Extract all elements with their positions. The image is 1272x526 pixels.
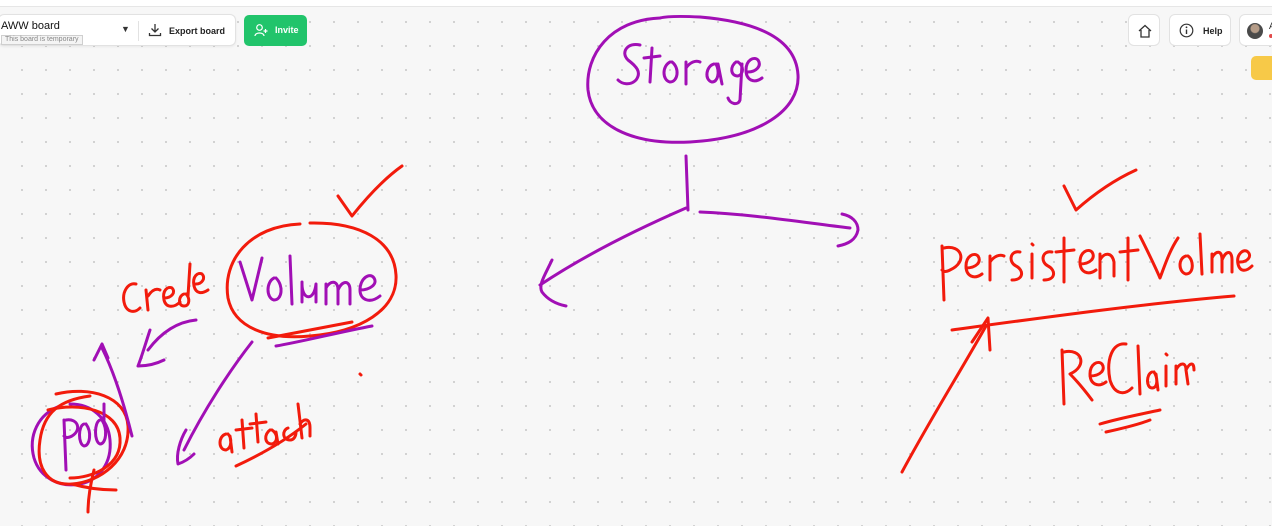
invite-label: Invite bbox=[275, 25, 299, 35]
volume-check bbox=[336, 164, 404, 218]
user-menu-button[interactable]: A bbox=[1239, 14, 1272, 46]
storage-text bbox=[616, 42, 764, 106]
notification-dot bbox=[1269, 34, 1272, 38]
chevron-down-icon[interactable]: ▼ bbox=[121, 24, 130, 34]
board-title[interactable]: AWW board bbox=[1, 20, 60, 32]
user-avatar bbox=[1247, 23, 1263, 39]
volume-underline bbox=[266, 320, 374, 348]
pv-underline bbox=[950, 294, 1236, 332]
home-button[interactable] bbox=[1128, 14, 1160, 46]
volume-ellipse bbox=[225, 221, 398, 339]
attach-text bbox=[218, 402, 312, 454]
reclaim-text bbox=[1060, 342, 1196, 406]
pod-red-marks bbox=[70, 468, 118, 514]
pod-text bbox=[62, 402, 108, 472]
export-board-button[interactable]: Export board bbox=[169, 26, 226, 36]
pv-arrow bbox=[900, 316, 992, 474]
invite-button[interactable]: Invite bbox=[244, 15, 307, 46]
add-user-icon bbox=[254, 24, 268, 37]
reclaim-underline bbox=[1098, 408, 1162, 434]
storage-ellipse bbox=[586, 14, 800, 144]
attach-arrow bbox=[176, 340, 254, 466]
help-label: Help bbox=[1203, 26, 1223, 36]
temporary-board-badge: This board is temporary bbox=[1, 35, 83, 45]
info-icon bbox=[1179, 23, 1194, 38]
sticky-note-tab[interactable] bbox=[1251, 56, 1272, 80]
user-initial: A bbox=[1269, 21, 1272, 31]
browser-top-edge bbox=[0, 0, 1272, 7]
volume-text bbox=[238, 254, 382, 306]
attach-underline bbox=[234, 422, 308, 468]
stray-dot bbox=[358, 372, 363, 377]
pv-check bbox=[1062, 168, 1138, 212]
home-icon bbox=[1138, 24, 1152, 38]
help-button[interactable]: Help bbox=[1169, 14, 1231, 46]
pod-red-loops bbox=[37, 389, 130, 486]
storage-branch-arrows bbox=[538, 154, 860, 308]
create-text bbox=[122, 262, 210, 313]
download-icon bbox=[148, 24, 162, 37]
toolbar-divider bbox=[138, 21, 139, 41]
pod-up-arrow bbox=[92, 342, 134, 438]
board-menu[interactable]: AWW board This board is temporary ▼ Expo… bbox=[0, 14, 236, 46]
pv-text bbox=[940, 232, 1254, 302]
create-arrow bbox=[136, 318, 198, 368]
